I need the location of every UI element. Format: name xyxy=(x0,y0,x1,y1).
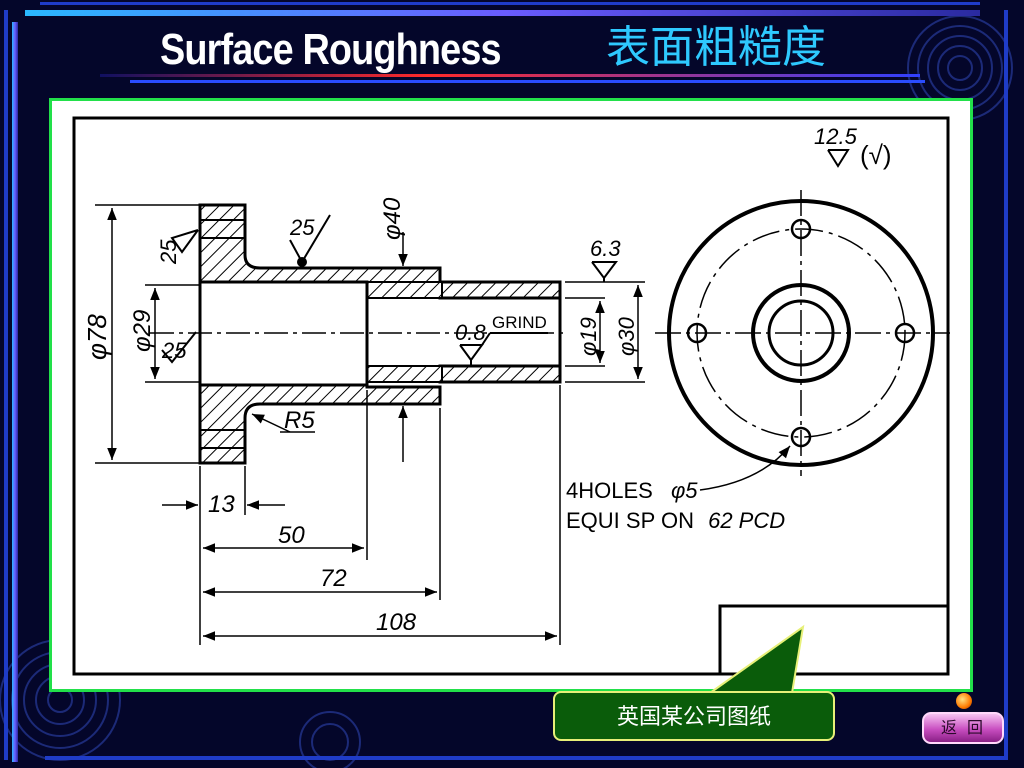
radius-r5-label: R5 xyxy=(284,407,315,434)
title-english: Surface Roughness xyxy=(160,25,502,74)
return-decoration-icon xyxy=(956,693,972,709)
end-view xyxy=(655,190,950,476)
title-chinese: 表面粗糙度 xyxy=(606,22,826,73)
holes-note-line1: 4HOLES φ5 xyxy=(566,478,698,503)
roughness-25-top: 25 xyxy=(289,215,315,240)
roughness-25-flange: 25 xyxy=(156,239,181,265)
dia-30-label: φ30 xyxy=(614,316,639,356)
roughness-25-bore: 25 xyxy=(161,338,187,363)
roughness-general: 12.5 xyxy=(814,124,858,149)
roughness-6-3: 6.3 xyxy=(590,236,621,261)
section-shaft-upper xyxy=(438,280,562,300)
grind-label: GRIND xyxy=(492,313,547,332)
dia-29-label: φ29 xyxy=(129,310,156,352)
roughness-0-8: 0.8 xyxy=(455,320,486,345)
title-block xyxy=(718,604,948,674)
roughness-general-paren: (√) xyxy=(860,140,892,170)
section-flange-lower xyxy=(198,383,442,465)
dia-40-label: φ40 xyxy=(379,197,406,240)
dim-50-label: 50 xyxy=(278,522,305,549)
dia-19-label: φ19 xyxy=(576,317,601,356)
section-shaft-lower xyxy=(438,364,562,384)
holes-note-line2: EQUI SP ON 62 PCD xyxy=(566,508,785,533)
dia-78-label: φ78 xyxy=(82,314,112,360)
callout-label: 英国某公司图纸 xyxy=(553,691,835,741)
dim-72-label: 72 xyxy=(320,565,347,592)
drawing-border xyxy=(72,116,950,676)
return-button[interactable]: 返回 xyxy=(922,712,1004,744)
dim-13-label: 13 xyxy=(208,491,235,518)
dim-108-label: 108 xyxy=(376,609,417,636)
